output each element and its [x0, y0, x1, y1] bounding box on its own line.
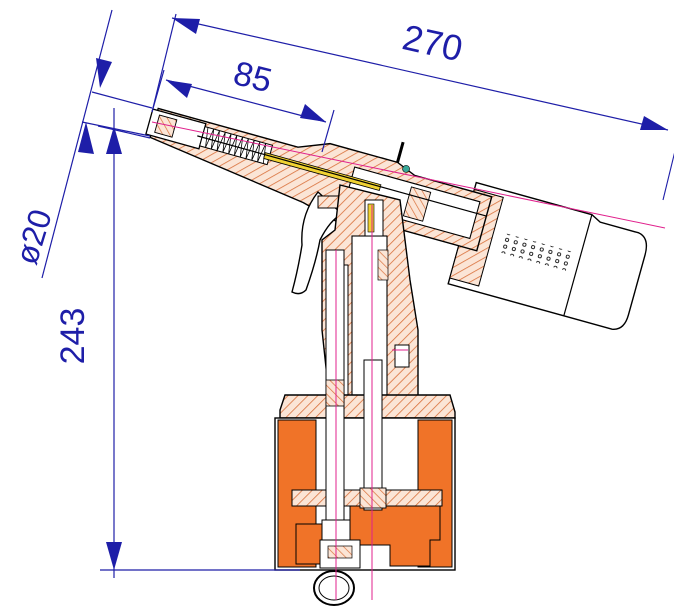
- dimension-85-label: 85: [230, 54, 276, 100]
- rear-housing: [447, 181, 648, 330]
- dimension-243-label: 243: [54, 308, 92, 365]
- dimension-height: 243: [54, 108, 300, 578]
- dimension-diameter-label: ø20: [8, 205, 59, 268]
- dimension-diameter: ø20: [8, 9, 153, 279]
- base-cylinder: [274, 249, 456, 606]
- tool-body: [145, 107, 666, 606]
- barrel-assembly: [145, 107, 493, 252]
- centre-lines: [151, 121, 666, 600]
- dimension-270-label: 270: [399, 16, 467, 69]
- dimension-nose-length: 85: [151, 54, 335, 153]
- trigger: [291, 190, 344, 295]
